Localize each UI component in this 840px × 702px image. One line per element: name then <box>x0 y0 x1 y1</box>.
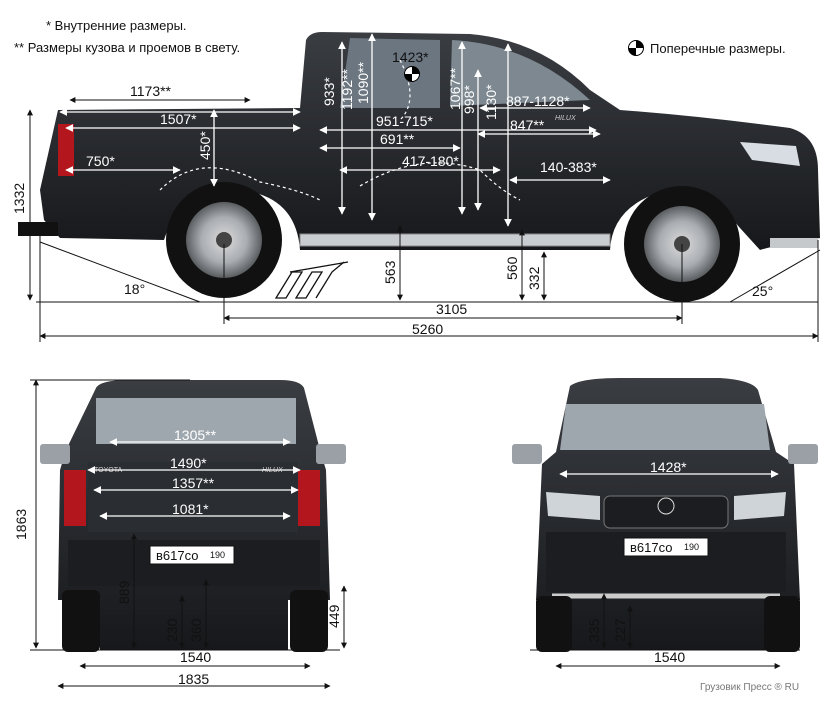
dim-1173: 1173** <box>130 83 172 99</box>
dim-332: 332 <box>526 266 542 290</box>
dim-230: 230 <box>164 618 180 642</box>
dim-1305: 1305** <box>174 427 217 443</box>
rear-plate <box>149 545 235 565</box>
dim-933: 933* <box>321 77 337 106</box>
dim-1863: 1863 <box>13 509 29 540</box>
dim-691: 691** <box>380 131 415 147</box>
rear-wheel-left <box>62 590 100 652</box>
front-headlight-right <box>734 492 786 520</box>
front-view: в617со 190 1428* 335 227 1540 <box>512 378 818 669</box>
front-plate-region: 190 <box>684 542 699 552</box>
cross-section-icon <box>628 40 644 56</box>
dim-417-180: 417-180* <box>402 153 459 169</box>
side-rear-wheel <box>166 182 282 298</box>
dim-1081: 1081* <box>172 501 209 517</box>
front-headlight-left <box>546 492 600 520</box>
rear-mirror-right <box>316 444 346 464</box>
front-mirror-right <box>788 444 818 464</box>
dim-360: 360 <box>188 618 204 642</box>
credit-name: Грузовик Пресс <box>700 682 772 693</box>
ground-hatch-icon <box>274 261 349 299</box>
dim-227: 227 <box>612 618 628 642</box>
legend-body-openings: ** Размеры кузова и проемов в свету. <box>14 40 241 55</box>
front-plate-number: в617со <box>630 540 672 555</box>
photo-credit: Грузовик Пресс ® RU <box>700 682 799 693</box>
dim-951-715: 951-715* <box>376 113 433 129</box>
dim-1507: 1507* <box>160 111 197 127</box>
dim-889: 889 <box>116 580 132 604</box>
legend-cross: Поперечные размеры. <box>628 40 786 56</box>
rear-plate-number: в617со <box>156 548 198 563</box>
side-rear-window <box>340 38 440 108</box>
rear-wheel-right <box>290 590 328 652</box>
dim-450: 450* <box>197 131 213 160</box>
dim-app-angle: 25° <box>752 283 773 299</box>
dim-140-383: 140-383* <box>540 159 597 175</box>
side-front-window <box>450 40 590 106</box>
front-mirror-left <box>512 444 542 464</box>
dim-length: 5260 <box>412 321 443 337</box>
dim-750: 750* <box>86 153 115 169</box>
side-taillight <box>58 124 74 176</box>
side-hilux-badge: HILUX <box>555 115 576 122</box>
dim-rear-width: 1835 <box>178 671 209 687</box>
dim-dep-angle: 18° <box>124 281 145 297</box>
credit-ru: ® RU <box>774 682 800 693</box>
dim-rear-track: 1540 <box>180 649 211 665</box>
dim-1423: 1423* <box>392 49 429 65</box>
dim-560: 560 <box>504 256 520 280</box>
rear-window <box>96 398 296 444</box>
side-towbar <box>18 222 58 236</box>
side-step <box>299 233 611 247</box>
dim-887-1128: 887-1128* <box>506 93 570 109</box>
dim-1357: 1357** <box>172 475 215 491</box>
rear-taillight-left <box>64 470 86 526</box>
side-headlight <box>740 142 800 166</box>
dim-563: 563 <box>382 260 398 284</box>
dim-1428: 1428* <box>650 459 687 475</box>
side-front-bumper <box>770 238 818 248</box>
rear-mirror-left <box>40 444 70 464</box>
dim-1090: 1090** <box>355 61 371 104</box>
dim-847: 847** <box>510 117 545 133</box>
dim-998: 998* <box>461 85 477 114</box>
legend-internal: * Внутренние размеры. <box>46 18 187 33</box>
rear-view: в617со 190 TOYOTA HILUX 1305** 1490* 135… <box>13 379 347 689</box>
dim-449: 449 <box>326 604 342 628</box>
front-plate <box>623 537 709 557</box>
side-view: 1173** 1332 563 560 332 18° 25° 3105 526… <box>11 32 821 342</box>
dim-1490: 1490* <box>170 455 207 471</box>
dim-1130: 1130* <box>483 84 499 120</box>
front-grille <box>603 495 729 529</box>
dim-1067: 1067** <box>447 67 463 110</box>
legend-cross-label: Поперечные размеры. <box>650 40 786 56</box>
side-truck-body <box>40 32 820 250</box>
front-wheel-right <box>764 596 800 652</box>
toyota-logo-icon <box>657 497 675 515</box>
cab-cross-section-icon <box>404 66 420 82</box>
dim-1192: 1192** <box>339 68 355 110</box>
front-wheel-left <box>536 596 572 652</box>
dim-front-track: 1540 <box>654 649 685 665</box>
rear-taillight-right <box>298 470 320 526</box>
dim-wheelbase: 3105 <box>436 301 467 317</box>
dim-335: 335 <box>586 618 602 642</box>
dim-1332: 1332 <box>11 183 27 214</box>
rear-plate-region: 190 <box>210 550 225 560</box>
front-windshield <box>560 404 770 450</box>
